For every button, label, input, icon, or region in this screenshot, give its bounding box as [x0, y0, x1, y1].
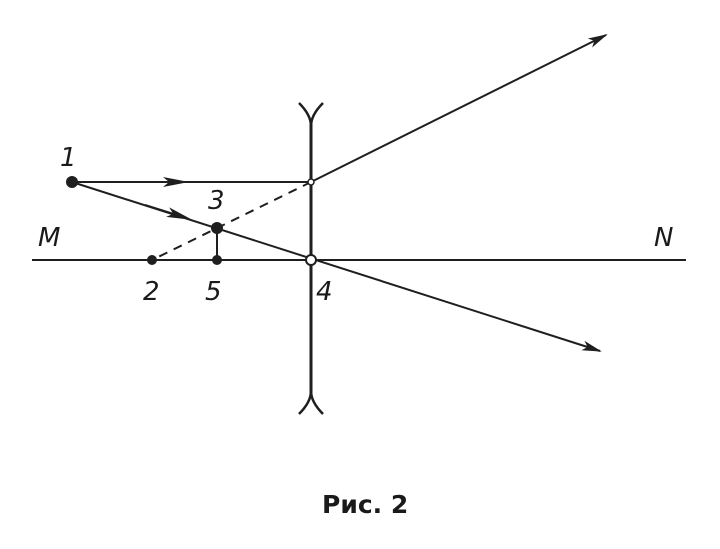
point-5 [212, 255, 222, 265]
point-2 [147, 255, 157, 265]
point-3 [211, 222, 223, 234]
label-point-2: 2 [143, 277, 160, 307]
label-point-1: 1 [60, 143, 77, 173]
point-1 [66, 176, 78, 188]
ray-virtual-extension [151, 181, 312, 261]
label-axis-m: M [38, 223, 60, 253]
label-point-5: 5 [205, 277, 222, 307]
figure-caption: Рис. 2 [322, 490, 408, 519]
label-axis-n: N [654, 223, 673, 253]
ray-central-arrow [144, 204, 193, 220]
label-point-4: 4 [316, 277, 333, 307]
lens-ray-junction [307, 178, 315, 186]
label-point-3: 3 [208, 186, 225, 216]
point-4 [305, 254, 317, 266]
ray-parallel-refracted [310, 34, 608, 183]
